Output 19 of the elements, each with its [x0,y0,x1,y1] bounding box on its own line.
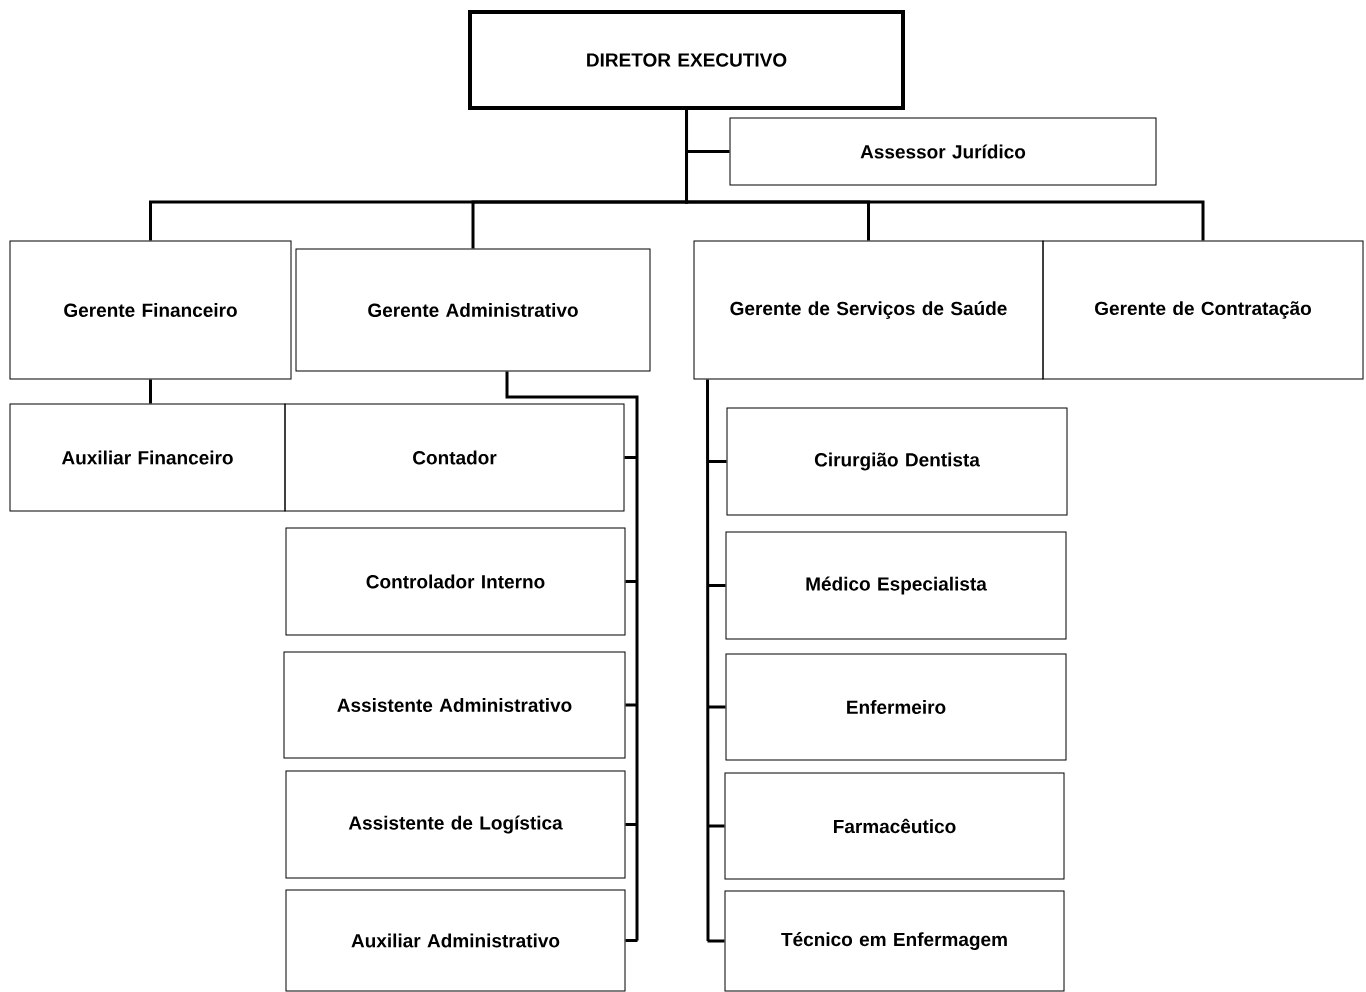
connector-line [149,379,152,404]
role-box: Auxiliar Financeiro [9,403,286,512]
role-box: Gerente de Serviços de Saúde [693,240,1044,380]
role-box: Assessor Jurídico [729,117,1157,186]
role-box: Médico Especialista [725,531,1067,640]
role-box: Assistente Administrativo [283,651,626,759]
connector-line [685,110,1205,241]
title-box: DIRETOR EXECUTIVO [468,10,905,110]
role-box: Cirurgião Dentista [726,407,1068,516]
role-box: Assistente de Logística [285,770,626,879]
role-box: Auxiliar Administrativo [285,889,626,992]
role-box: Farmacêutico [724,772,1065,880]
role-box: Gerente Financeiro [9,240,292,380]
role-box: Gerente de Contratação [1042,240,1364,380]
role-box: Enfermeiro [725,653,1067,761]
role-box: Técnico em Enfermagem [724,890,1065,992]
role-box: Gerente Administrativo [295,248,651,372]
role-box: Contador [284,403,625,512]
role-box: Controlador Interno [285,527,626,636]
